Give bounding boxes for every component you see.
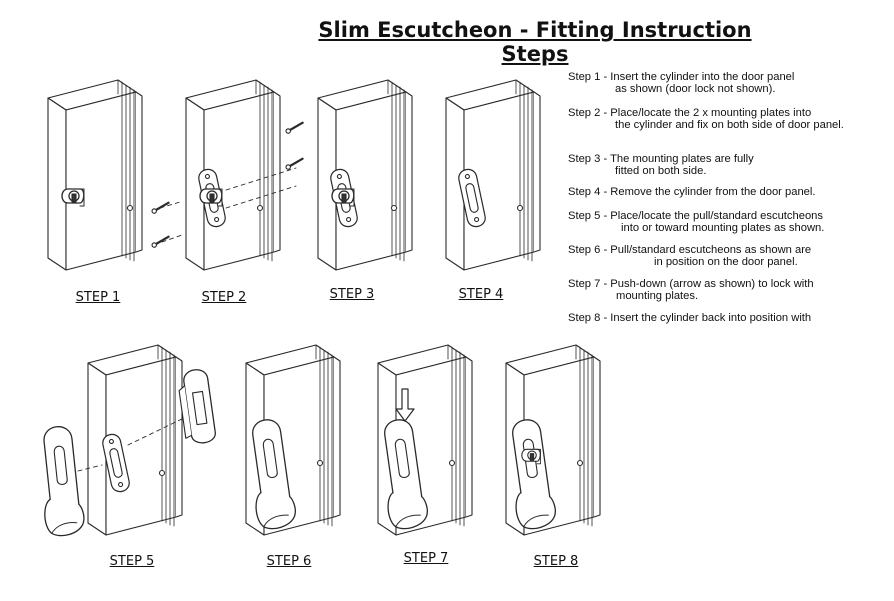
instruction-step-2-cont: the cylinder and fix on both side of doo… [615, 118, 844, 131]
instruction-step-5-cont: into or toward mounting plates as shown. [621, 221, 825, 234]
step-3-illustration [317, 79, 413, 271]
instruction-step-1: Step 1 - Insert the cylinder into the do… [568, 71, 890, 95]
instruction-step-8: Step 8 - Insert the cylinder back into p… [568, 312, 890, 325]
instruction-step-8-lead: Step 8 - Insert the cylinder back into p… [568, 312, 812, 324]
step-4-label: STEP 4 [458, 287, 504, 302]
instruction-step-4: Step 4 - Remove the cylinder from the do… [568, 186, 890, 199]
step-5-label: STEP 5 [109, 554, 155, 569]
step-6-illustration [243, 344, 341, 536]
instruction-step-5: Step 5 - Place/locate the pull/standard … [568, 210, 890, 234]
step-5-illustration [77, 344, 187, 536]
step-1-illustration [47, 79, 143, 271]
instruction-step-3: Step 3 - The mounting plates are fully f… [568, 153, 890, 177]
step-1-label: STEP 1 [75, 290, 121, 305]
page-title: Slim Escutcheon - Fitting Instruction St… [318, 18, 752, 66]
instruction-step-7: Step 7 - Push-down (arrow as shown) to l… [568, 278, 890, 302]
step-8-illustration [503, 344, 601, 536]
push-down-arrow-icon [395, 388, 415, 422]
step-2-label: STEP 2 [201, 290, 247, 305]
instruction-step-7-cont: mounting plates. [616, 289, 699, 302]
instruction-step-6: Step 6 - Pull/standard escutcheons as sh… [568, 244, 890, 268]
step-4-illustration [445, 79, 541, 271]
step-8-label: STEP 8 [533, 554, 579, 569]
instruction-step-6-cont: in position on the door panel. [654, 255, 798, 268]
instruction-step-2: Step 2 - Place/locate the 2 x mounting p… [568, 107, 890, 131]
instruction-step-7-lead: Step 7 - Push-down (arrow as shown) to l… [568, 278, 814, 290]
instruction-step-1-lead: Step 1 - Insert the cylinder into the do… [568, 71, 795, 83]
instruction-step-3-cont: fitted on both side. [615, 164, 707, 177]
step-7-illustration [375, 344, 473, 536]
instruction-step-3-lead: Step 3 - The mounting plates are fully [568, 153, 754, 165]
instruction-step-5-lead: Step 5 - Place/locate the pull/standard … [568, 210, 823, 222]
instruction-step-1-cont: as shown (door lock not shown). [615, 82, 776, 95]
step-3-label: STEP 3 [329, 287, 375, 302]
step-6-label: STEP 6 [266, 554, 312, 569]
step-7-label: STEP 7 [403, 551, 449, 566]
instruction-step-4-lead: Step 4 - Remove the cylinder from the do… [568, 186, 816, 198]
instruction-step-6-lead: Step 6 - Pull/standard escutcheons as sh… [568, 244, 812, 256]
instruction-step-2-lead: Step 2 - Place/locate the 2 x mounting p… [568, 107, 812, 119]
step-2-illustration [159, 79, 297, 271]
